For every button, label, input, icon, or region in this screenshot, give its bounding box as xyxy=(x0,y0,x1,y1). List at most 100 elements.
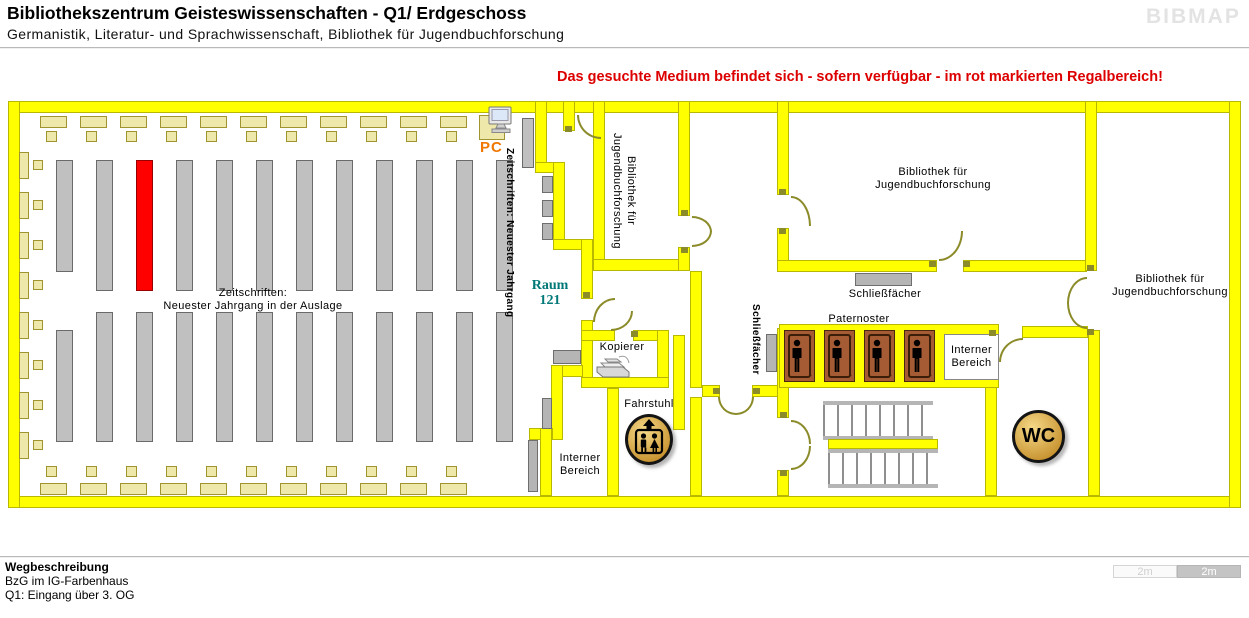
bibmap-logo: BIBMAP xyxy=(1146,5,1241,28)
wall-shelf-block xyxy=(86,131,97,142)
door-hinge xyxy=(583,292,590,298)
wall-shelf-block xyxy=(33,320,43,330)
wall-shelf xyxy=(19,432,29,459)
stair-block xyxy=(542,200,553,217)
wall-shelf-block xyxy=(326,131,337,142)
shelf xyxy=(376,312,393,442)
wall-shelf xyxy=(19,312,29,339)
wall-shelf-block xyxy=(86,466,97,477)
pc-label: PC xyxy=(480,139,503,156)
door-hinge xyxy=(631,331,638,337)
wall-shelf-block xyxy=(366,131,377,142)
wall-shelf-block xyxy=(246,131,257,142)
shelf xyxy=(296,312,313,442)
wc-icon: WC xyxy=(1012,410,1065,463)
room-jugendbuch-vertical-label: Bibliothek für Jugendbuchforschung xyxy=(611,133,637,249)
arrow-up-icon: ↑ xyxy=(848,333,854,343)
arrow-up-icon: ↑ xyxy=(928,333,934,343)
door-arc xyxy=(1067,277,1087,303)
wall-shelf-block xyxy=(33,280,43,290)
shelf xyxy=(176,312,193,442)
wall-segment xyxy=(777,101,789,195)
wall-shelf-block xyxy=(33,440,43,450)
car-frame xyxy=(908,334,931,378)
room-interner-bereich-right: Interner Bereich xyxy=(944,334,999,380)
wall-segment xyxy=(690,271,702,388)
page-subtitle: Germanistik, Literatur- und Sprachwissen… xyxy=(7,26,565,42)
stairs-landing xyxy=(828,439,938,449)
door-hinge xyxy=(963,261,970,267)
wall-segment xyxy=(1229,101,1241,508)
shelf xyxy=(176,160,193,291)
shelf xyxy=(56,160,73,272)
shelf xyxy=(256,160,273,291)
shelf xyxy=(496,312,513,442)
door-hinge xyxy=(713,388,720,394)
wall-shelf-block xyxy=(246,466,257,477)
shelf xyxy=(296,160,313,291)
copier-icon xyxy=(596,355,630,378)
wall-shelf xyxy=(280,116,307,128)
wall-segment xyxy=(678,101,690,216)
stair-block xyxy=(542,176,553,193)
wall-shelf-block xyxy=(33,240,43,250)
stair-landing-block xyxy=(553,350,581,364)
room-interner-bereich-left-label: Interner Bereich xyxy=(559,452,601,477)
wall-shelf xyxy=(400,483,427,495)
door-hinge xyxy=(1087,329,1094,335)
shelf xyxy=(56,330,73,442)
room-label: Bereich xyxy=(951,357,992,369)
door-hinge xyxy=(681,210,688,216)
wall-segment xyxy=(540,428,552,496)
wall-shelf-block xyxy=(33,360,43,370)
wall-shelf-block xyxy=(166,466,177,477)
arrow-down-icon: ↓ xyxy=(928,368,934,378)
wall-shelf-block xyxy=(446,131,457,142)
arrow-down-icon: ↓ xyxy=(888,368,894,378)
door-arc xyxy=(791,196,811,226)
scalebar-segment-dark: 2m xyxy=(1177,565,1241,578)
wall-shelf xyxy=(240,116,267,128)
paternoster-car: ↑↓ xyxy=(784,330,815,382)
footer-building: BzG im IG-Farbenhaus xyxy=(5,574,129,588)
arrow-up-icon: ↑ xyxy=(808,333,814,343)
wall-shelf xyxy=(160,116,187,128)
stair-block xyxy=(542,223,553,240)
room-121-label: Raum 121 xyxy=(531,278,569,308)
arrow-up-icon: ↑ xyxy=(888,333,894,343)
kopierer-label: Kopierer xyxy=(599,341,645,353)
wall-shelf-block xyxy=(46,466,57,477)
wall-segment xyxy=(1022,326,1088,338)
stair-block xyxy=(542,398,552,429)
arrow-down-icon: ↓ xyxy=(808,368,814,378)
wall-shelf xyxy=(360,483,387,495)
person-icon xyxy=(832,339,842,372)
shelf xyxy=(216,160,233,291)
door-arc xyxy=(791,420,811,444)
car-frame xyxy=(828,334,851,378)
wall-shelf-block xyxy=(366,466,377,477)
person-icon xyxy=(872,339,882,372)
wall-shelf-block xyxy=(33,160,43,170)
paternoster-car: ↑↓ xyxy=(864,330,895,382)
wall-segment xyxy=(8,496,1241,508)
door-hinge xyxy=(681,247,688,253)
footer-heading: Wegbeschreibung xyxy=(5,560,109,574)
wall-shelf xyxy=(19,152,29,179)
door-hinge xyxy=(989,330,996,336)
wall-shelf-block xyxy=(406,131,417,142)
door-hinge xyxy=(779,189,786,195)
shelf xyxy=(256,312,273,442)
wall-shelf xyxy=(120,483,147,495)
wall-shelf-block xyxy=(446,466,457,477)
door-hinge xyxy=(565,126,572,132)
shelf xyxy=(96,312,113,442)
door-hinge xyxy=(780,412,787,418)
door-hinge xyxy=(779,228,786,234)
wall-shelf xyxy=(80,116,107,128)
room-jugendbuch-right-label: Bibliothek für Jugendbuchforschung xyxy=(1112,273,1228,298)
wall-segment xyxy=(581,330,615,341)
shelf xyxy=(456,160,473,291)
wall-segment xyxy=(690,397,702,496)
